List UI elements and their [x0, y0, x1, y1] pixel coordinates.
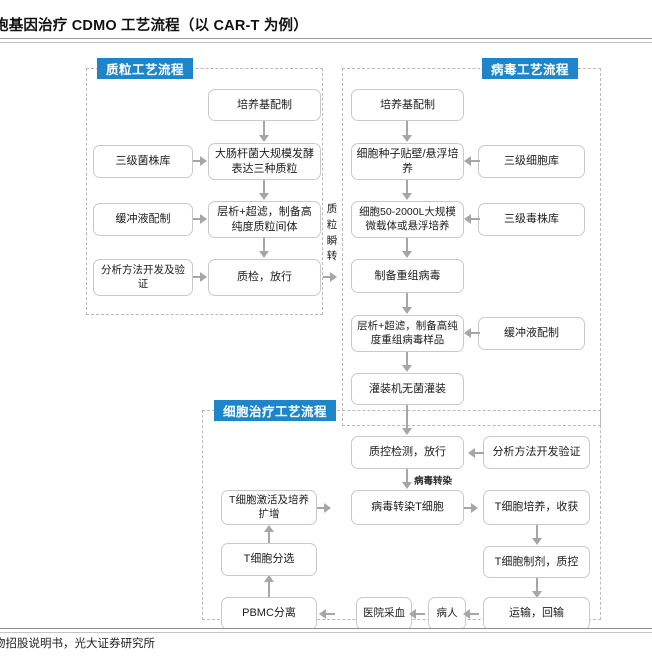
arrowhead-down — [402, 193, 412, 200]
edge-seed-to-large-scale — [406, 180, 408, 194]
panel-virus-process — [342, 68, 601, 426]
vlabel-char-2: 粒 — [326, 218, 338, 231]
edge-cell-qc-to-transduction — [406, 469, 408, 483]
arrowhead-up — [264, 575, 274, 582]
node-cell-t-cell-culture[interactable]: T细胞培养，收获 — [483, 490, 590, 525]
edge-label-virus-transduction: 病毒转染 — [414, 476, 453, 487]
flowchart-canvas: 质粒工艺流程 病毒工艺流程 细胞治疗工艺流程 培养基配制 大肠杆菌大规模发酵表达… — [0, 44, 652, 630]
node-plasmid-ecoli-fermentation[interactable]: 大肠杆菌大规模发酵表达三种质粒 — [208, 143, 321, 180]
node-virus-cell-bank[interactable]: 三级细胞库 — [478, 145, 585, 178]
arrowhead-down — [402, 428, 412, 435]
arrowhead-up — [264, 525, 274, 532]
node-cell-analytics-dev[interactable]: 分析方法开发验证 — [483, 436, 590, 469]
node-cell-qc-release[interactable]: 质控检测，放行 — [351, 436, 464, 469]
vlabel-char-1: 质 — [326, 203, 338, 215]
arrowhead-down — [532, 591, 542, 598]
edge-chromatography-to-qc — [263, 238, 265, 252]
footer-divider — [0, 628, 652, 633]
arrowhead-left — [319, 609, 326, 619]
edge-strain-bank-to-fermentation — [193, 160, 202, 162]
title-divider — [0, 38, 652, 43]
node-plasmid-chromatography[interactable]: 层析+超滤，制备高纯度质粒间体 — [208, 201, 321, 238]
node-cell-t-cell-activation[interactable]: T细胞激活及培养扩增 — [221, 490, 317, 525]
edge-analytics-to-qc — [193, 276, 202, 278]
node-cell-t-cell-product-qc[interactable]: T细胞制剂，质控 — [483, 546, 590, 578]
edge-virus-media-to-seed — [406, 121, 408, 136]
node-virus-buffer-prep[interactable]: 缓冲液配制 — [478, 317, 585, 350]
node-virus-large-scale-culture[interactable]: 细胞50-2000L大规模微载体或悬浮培养 — [351, 201, 464, 238]
edge-culture-to-product-qc — [536, 525, 538, 539]
node-plasmid-media-prep[interactable]: 培养基配制 — [208, 89, 321, 121]
arrowhead-right — [471, 503, 478, 513]
node-virus-seed-culture[interactable]: 细胞种子贴壁/悬浮培养 — [351, 143, 464, 180]
node-virus-purification[interactable]: 层析+超滤，制备高纯度重组病毒样品 — [351, 315, 464, 352]
arrowhead-left — [464, 214, 471, 224]
edge-transduction-to-culture — [464, 507, 473, 509]
edge-plasmid-to-virus — [323, 276, 332, 278]
edge-recombinant-to-purification — [406, 293, 408, 308]
edge-activation-to-transduction — [317, 507, 326, 509]
edge-transport-to-patient — [470, 613, 479, 615]
node-cell-pbmc-isolation[interactable]: PBMC分离 — [221, 597, 317, 630]
label-plasmid-transient-transfection: 质 粒 瞬 转 — [325, 202, 339, 265]
node-virus-recombinant-virus[interactable]: 制备重组病毒 — [351, 259, 464, 293]
arrowhead-left — [468, 448, 475, 458]
arrowhead-right — [200, 272, 207, 282]
arrowhead-right — [200, 214, 207, 224]
panel-plasmid-process — [86, 68, 323, 315]
node-cell-virus-transduction[interactable]: 病毒转染T细胞 — [351, 490, 464, 525]
arrowhead-down — [532, 538, 542, 545]
edge-analytics-to-cell-qc — [475, 452, 484, 454]
arrowhead-down — [402, 307, 412, 314]
edge-fermentation-to-chromatography — [263, 180, 265, 194]
edge-sorting-to-activation — [268, 530, 270, 543]
arrowhead-down — [402, 482, 412, 489]
edge-buffer-to-purification — [471, 332, 480, 334]
section-header-virus: 病毒工艺流程 — [482, 58, 579, 79]
node-cell-hospital-blood[interactable]: 医院采血 — [356, 597, 412, 630]
edge-patient-to-hospital — [416, 613, 425, 615]
node-cell-transport-infusion[interactable]: 运输，回输 — [483, 597, 590, 630]
node-plasmid-qc-release[interactable]: 质检，放行 — [208, 259, 321, 296]
edge-virus-bank-to-culture — [471, 218, 480, 220]
node-virus-strain-bank[interactable]: 三级毒株库 — [478, 203, 585, 236]
edge-filling-to-cell-qc — [406, 405, 408, 429]
arrowhead-down — [259, 251, 269, 258]
edge-pbmc-to-sorting — [268, 580, 270, 597]
arrowhead-left — [409, 609, 416, 619]
arrowhead-left — [464, 156, 471, 166]
section-header-cell-therapy: 细胞治疗工艺流程 — [214, 400, 337, 421]
arrowhead-right — [200, 156, 207, 166]
arrowhead-right — [324, 503, 331, 513]
vlabel-char-3: 瞬 — [326, 234, 338, 247]
edge-cell-bank-to-seed — [471, 160, 480, 162]
node-cell-patient[interactable]: 病人 — [428, 597, 466, 630]
edge-purification-to-filling — [406, 352, 408, 366]
edge-product-qc-to-transport — [536, 578, 538, 592]
vlabel-char-4: 转 — [326, 250, 338, 263]
edge-buffer-to-chromatography — [193, 218, 202, 220]
arrowhead-down — [402, 365, 412, 372]
arrowhead-down — [259, 135, 269, 142]
arrowhead-left — [464, 328, 471, 338]
arrowhead-down — [402, 251, 412, 258]
edge-plasmid-media-to-fermentation — [263, 121, 265, 136]
page-title: 胞基因治疗 CDMO 工艺流程（以 CAR-T 为例） — [0, 18, 308, 34]
edge-culture-to-recombinant — [406, 238, 408, 252]
arrowhead-right — [330, 272, 337, 282]
edge-hospital-to-pbmc — [326, 613, 335, 615]
node-plasmid-buffer-prep[interactable]: 缓冲液配制 — [93, 203, 193, 236]
node-plasmid-analytics-dev[interactable]: 分析方法开发及验证 — [93, 259, 193, 296]
node-cell-t-cell-sorting[interactable]: T细胞分选 — [221, 543, 317, 576]
footer-source: 物招股说明书，光大证券研究所 — [0, 638, 155, 650]
arrowhead-down — [402, 135, 412, 142]
arrowhead-left — [463, 609, 470, 619]
arrowhead-down — [259, 193, 269, 200]
section-header-plasmid: 质粒工艺流程 — [97, 58, 194, 79]
node-virus-media-prep[interactable]: 培养基配制 — [351, 89, 464, 121]
node-virus-aseptic-filling[interactable]: 灌装机无菌灌装 — [351, 373, 464, 405]
node-plasmid-strain-bank[interactable]: 三级菌株库 — [93, 145, 193, 178]
